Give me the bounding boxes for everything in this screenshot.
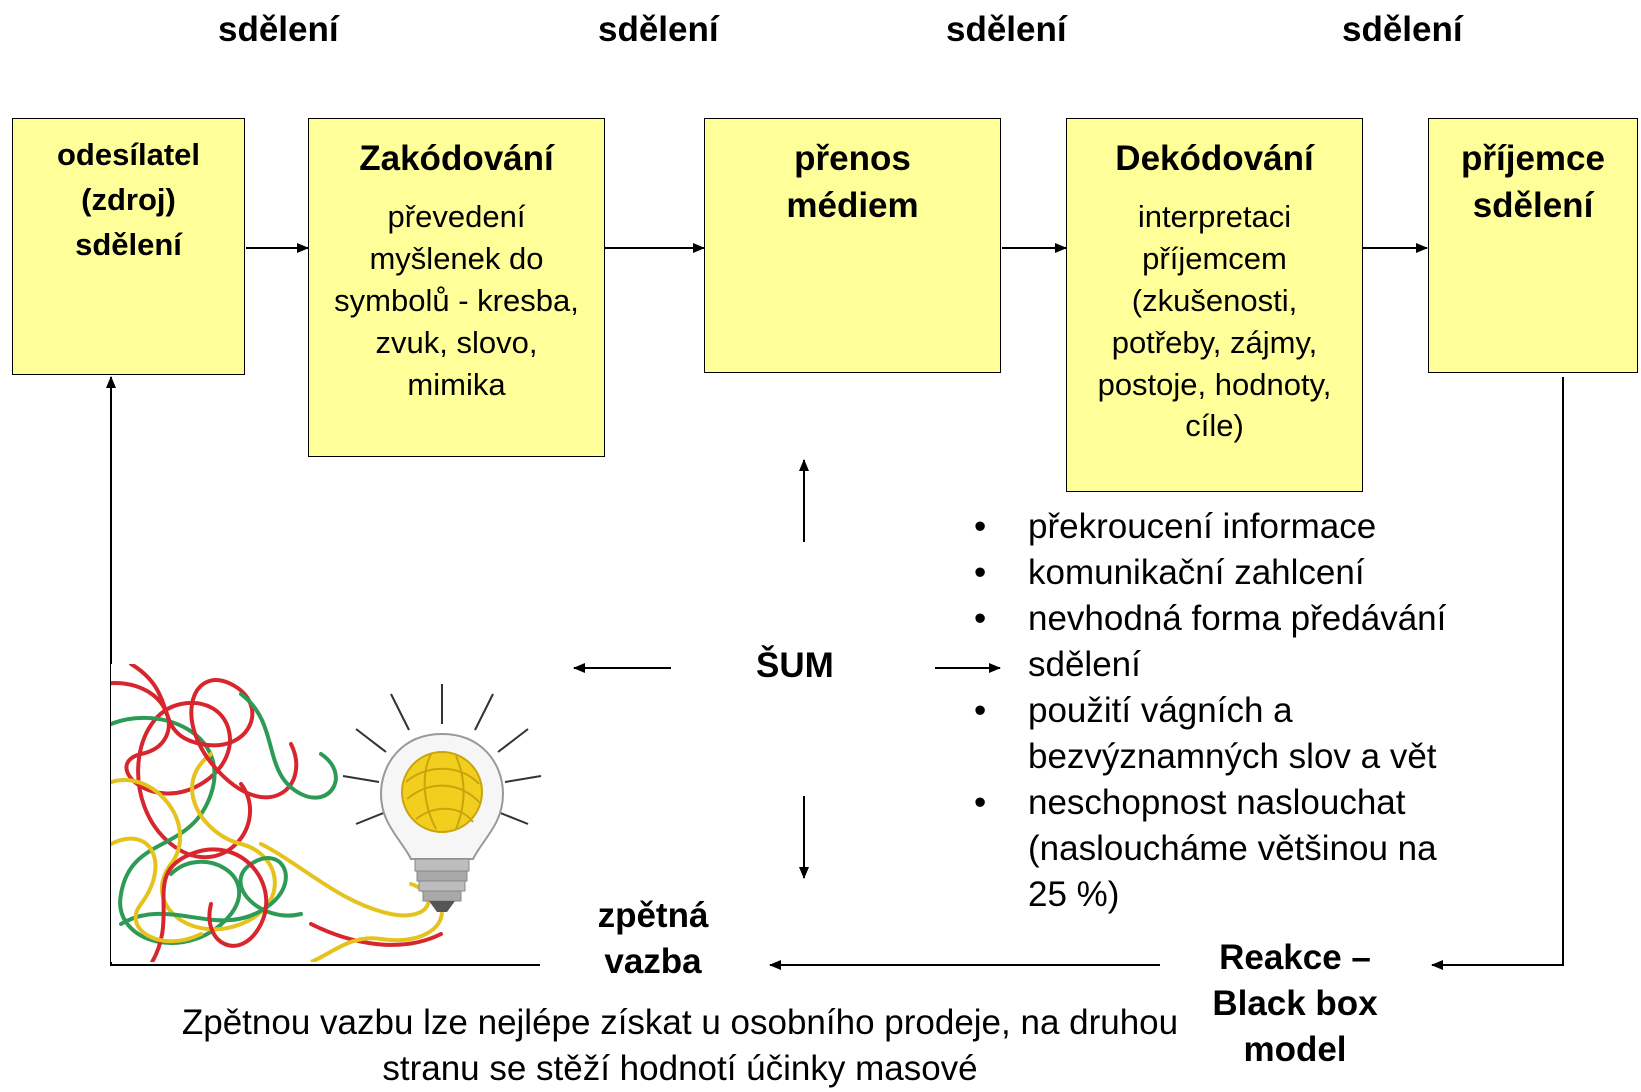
encoding-box: Zakódování převedení myšlenek do symbolů… — [308, 118, 605, 457]
noise-list: překroucení informace komunikační zahlce… — [968, 504, 1548, 918]
receiver-box-title: příjemce sdělení — [1461, 139, 1605, 226]
transfer-box-title: přenos médiem — [786, 139, 919, 226]
header-label-2: sdělení — [598, 10, 719, 49]
noise-item: použití vágních a bezvýznamných slov a v… — [968, 688, 1498, 780]
encoding-box-title: Zakódování — [359, 139, 554, 178]
sender-box-title: odesílatel (zdroj) sdělení — [57, 137, 200, 262]
receiver-box: příjemce sdělení — [1428, 118, 1638, 373]
header-label-1: sdělení — [218, 10, 339, 49]
noise-item: nevhodná forma předávání sdělení — [968, 596, 1498, 688]
decoding-box-body: interpretaci příjemcem (zkušenosti, potř… — [1097, 199, 1332, 444]
noise-item: komunikační zahlcení — [968, 550, 1548, 596]
sender-box: odesílatel (zdroj) sdělení — [12, 118, 245, 375]
decoding-box: Dekódování interpretaci příjemcem (zkuše… — [1066, 118, 1363, 492]
feedback-label: zpětná vazba — [597, 896, 709, 981]
transfer-box: přenos médiem — [704, 118, 1001, 373]
decoding-box-title: Dekódování — [1115, 139, 1314, 178]
encoding-box-body: převedení myšlenek do symbolů - kresba, … — [334, 199, 579, 402]
receiver-return-line — [1431, 377, 1564, 970]
bottom-description: Zpětnou vazbu lze nejlépe získat u osobn… — [181, 1003, 1179, 1088]
noise-label: ŠUM — [756, 646, 834, 685]
noise-item: překroucení informace — [968, 504, 1548, 550]
header-label-3: sdělení — [946, 10, 1067, 49]
reaction-label: Reakce – Black box model — [1212, 938, 1378, 1069]
tangled-strings-lightbulb-image — [111, 664, 553, 962]
feedback-return-line — [106, 376, 540, 966]
header-label-4: sdělení — [1342, 10, 1463, 49]
noise-item: neschopnost naslouchat (nasloucháme větš… — [968, 780, 1468, 918]
